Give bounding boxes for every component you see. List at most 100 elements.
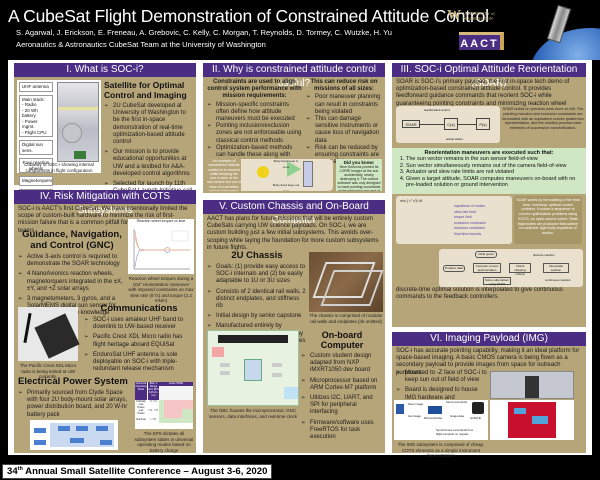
flow-sync-commands: Synchronous commands from flight compute… — [436, 428, 474, 436]
constraint-label: exclusion constraint — [454, 220, 486, 225]
sd-card-icon — [396, 404, 404, 414]
flow-ucam: uCAM-III — [470, 416, 482, 420]
bullet: Goals: (1) provide easy access to SOC-i … — [207, 264, 307, 286]
section-title: V. Custom Chassis and On-Board Computer — [203, 200, 385, 226]
radio-caption: The Pacific Crest XDL Micro radio is bei… — [19, 363, 77, 379]
constraints-heading: Constraints are used to align control sy… — [207, 79, 302, 100]
uw-w-icon: W — [447, 8, 461, 23]
flow-microcontroller: Microcontroller — [424, 416, 443, 420]
bullet: Mission-specific constraints often defin… — [207, 102, 302, 124]
did-you-know-box: Did you know: New Horizons pointed its L… — [336, 159, 382, 191]
affiliation: Aeronautics & Astronautics CubeSat Team … — [16, 40, 266, 49]
table-header-pdms: Active PDMs — [159, 382, 193, 386]
bullet: Poor maneuver planning can result in con… — [306, 94, 382, 116]
gnc-heading: Guidance, Navigation, and Control (GNC) — [22, 229, 122, 251]
bullet: 4 NanoAvionics reaction wheels, magnetor… — [18, 271, 126, 293]
uw-text-1: UNIVERSITY of — [463, 11, 495, 16]
section-custom-chassis: V. Custom Chassis and On-Board Computer … — [203, 200, 385, 453]
maneuver-list: The sun vector remains in the sun sensor… — [396, 156, 582, 189]
maneuver-box: Reorientation maneuvers are executed suc… — [392, 148, 586, 194]
list-item: Sun vector simultaneously remains out of… — [406, 163, 582, 170]
constraint-label: inclusion constraint — [454, 226, 485, 231]
poster-header: A CubeSat Flight Demonstration of Constr… — [0, 0, 600, 60]
flow-initial-guess: Initial guess — [475, 251, 497, 258]
flow-store-image: Store image — [408, 402, 424, 406]
bullet: Firmware/software uses FreeRTOS for task… — [301, 420, 383, 442]
flow-convex-approx: Compute convex approximation — [473, 263, 501, 273]
microcontroller-icon — [428, 406, 442, 414]
flow-interpolate: Interpolate solution — [543, 263, 569, 273]
maneuver-heading: Reorientation maneuvers are executed suc… — [424, 150, 554, 156]
label-uhf: UHF antenna — [19, 82, 53, 92]
cutaway-caption: Cutaway of SOC-i showing internal compon… — [24, 162, 94, 173]
flow-discrete: discrete solution — [533, 253, 555, 257]
section-title: II. Why is constrained attitude control … — [203, 63, 385, 89]
plot-caption: Reaction wheel torques during a 104° reo… — [128, 276, 194, 303]
constraint-label: slew rate limit — [454, 209, 476, 214]
flow-send-commands: Send commands — [446, 400, 467, 404]
constraint-diagram: An example of constrained attitude contr… — [207, 159, 333, 191]
flow-continuous: continuous solution — [545, 278, 571, 282]
feedforward-label: feedforward control — [424, 108, 450, 112]
torque-chart — [133, 228, 190, 269]
flow-solve-ecos: Solve subproblem using ECOS — [483, 277, 511, 286]
control-block-diagram: SOAR C(s) P(s) feedforward control actua… — [396, 106, 500, 143]
keep-in-cone-icon — [287, 161, 301, 177]
camera-mount-render — [490, 371, 574, 399]
bullet: SOC-i uses amateur UHF band to downlink … — [84, 317, 194, 331]
bullet: Custom student design adapted from NXP i… — [301, 353, 383, 375]
bullet: 2U CubeSat developed at University of Wa… — [104, 103, 194, 146]
comms-heading: Communications — [100, 303, 178, 314]
keep-in-label: Body-fixed keep in cone — [273, 159, 299, 169]
bullet: Pointing inclusion/exclusion zones are n… — [207, 123, 302, 145]
label-sun-sensor: Digital sun sens. — [19, 140, 53, 155]
constraint-label: final time bounds — [454, 231, 482, 236]
conference-footer: 34th Annual Small Satellite Conference –… — [2, 464, 273, 480]
bullet: Microprocessor based on ARM Cortex-M7 pl… — [301, 378, 383, 392]
cutaway-render — [57, 82, 99, 162]
radio-photo — [18, 307, 80, 361]
example-text: An example of constrained attitude contr… — [207, 159, 241, 191]
img-flow-diagram: Store image Get image Microcontroller Se… — [394, 400, 488, 440]
actual-states-label: actual states — [446, 137, 463, 141]
section-title: IV. Risk Mitigation with COTS Subsystems — [14, 190, 196, 216]
torque-plot: Reaction wheel torques vs time — [128, 219, 194, 274]
optimization-formulation: min ∫ τᵀ τ(t) dt equations of motion sle… — [396, 196, 512, 244]
label-reaction-wheels: Four reaction wheels — [19, 158, 53, 173]
section-risk-mitigation: IV. Risk Mitigation with COTS Subsystems… — [14, 190, 196, 453]
section-intro: AACT has plans for future missions that … — [207, 216, 379, 251]
flow-problem-data: Problem data — [443, 265, 465, 272]
did-you-know-title: Did you know: — [343, 160, 375, 165]
img-pcb-layout — [490, 400, 574, 440]
poster-title: A CubeSat Flight Demonstration of Constr… — [8, 6, 489, 26]
bullet: Initial design by senior capstone — [207, 313, 307, 320]
bullet: Consists of 2 identical rail walls, 2 di… — [207, 289, 307, 311]
earth-icon — [530, 28, 600, 60]
list-item: Given a target attitude, SOAR computes m… — [406, 176, 582, 189]
section-intro: SOC-i is AACT's first CubeSat. We have i… — [18, 206, 188, 234]
bullet: Utilizes I2C, UART, and SPI for peripher… — [301, 395, 383, 417]
eps-block-diagram — [30, 420, 118, 450]
bullet: Primarily sourced from Clyde Space with … — [18, 390, 130, 419]
algorithm-flowchart: Initial guess Problem data Compute conve… — [439, 249, 583, 287]
authors: S. Agarwal, J. Erickson, E. Freneau, A. … — [16, 28, 393, 37]
obc-schematic — [207, 330, 299, 406]
table-header-range: Batt. V Range from EPS (LiPo/Li-Ion) — [147, 382, 159, 400]
label-magnetorquers: Magnetorquers — [19, 176, 53, 186]
formulation-note: SOAR works by formulating a free final t… — [514, 196, 582, 244]
uw-logo: W UNIVERSITY of WASHINGTON — [447, 8, 495, 24]
table-header-mode: Universal Operating Mode — [135, 382, 147, 400]
soar-block: SOAR — [402, 120, 420, 128]
section-title: III. SOC-i Optimal Attitude Reorientatio… — [392, 63, 586, 89]
flow-image-data: Image data — [450, 414, 464, 418]
chassis-heading: 2U Chassis — [231, 250, 283, 261]
flow-stopping: Check stopping criteria — [509, 263, 531, 276]
satellite-heading: Satellite for Optimal Control and Imagin… — [104, 80, 187, 100]
section-imaging-payload: VI. Imaging Payload (IMG) SOC-i has accu… — [392, 332, 586, 458]
section-title: VI. Imaging Payload (IMG) — [392, 332, 586, 346]
uw-text-2: WASHINGTON — [463, 16, 493, 21]
table-caption: The EPS dictates all subsystem states in… — [134, 431, 194, 453]
label-main-stack: Main stack: - Radio - 20 Wh battery - Po… — [19, 94, 53, 137]
section-what-is-soci: I. What is SOC-i? UHF antenna Main stack… — [14, 63, 196, 204]
obc-caption: The OBC houses the microprocessor, GNC s… — [208, 408, 298, 419]
